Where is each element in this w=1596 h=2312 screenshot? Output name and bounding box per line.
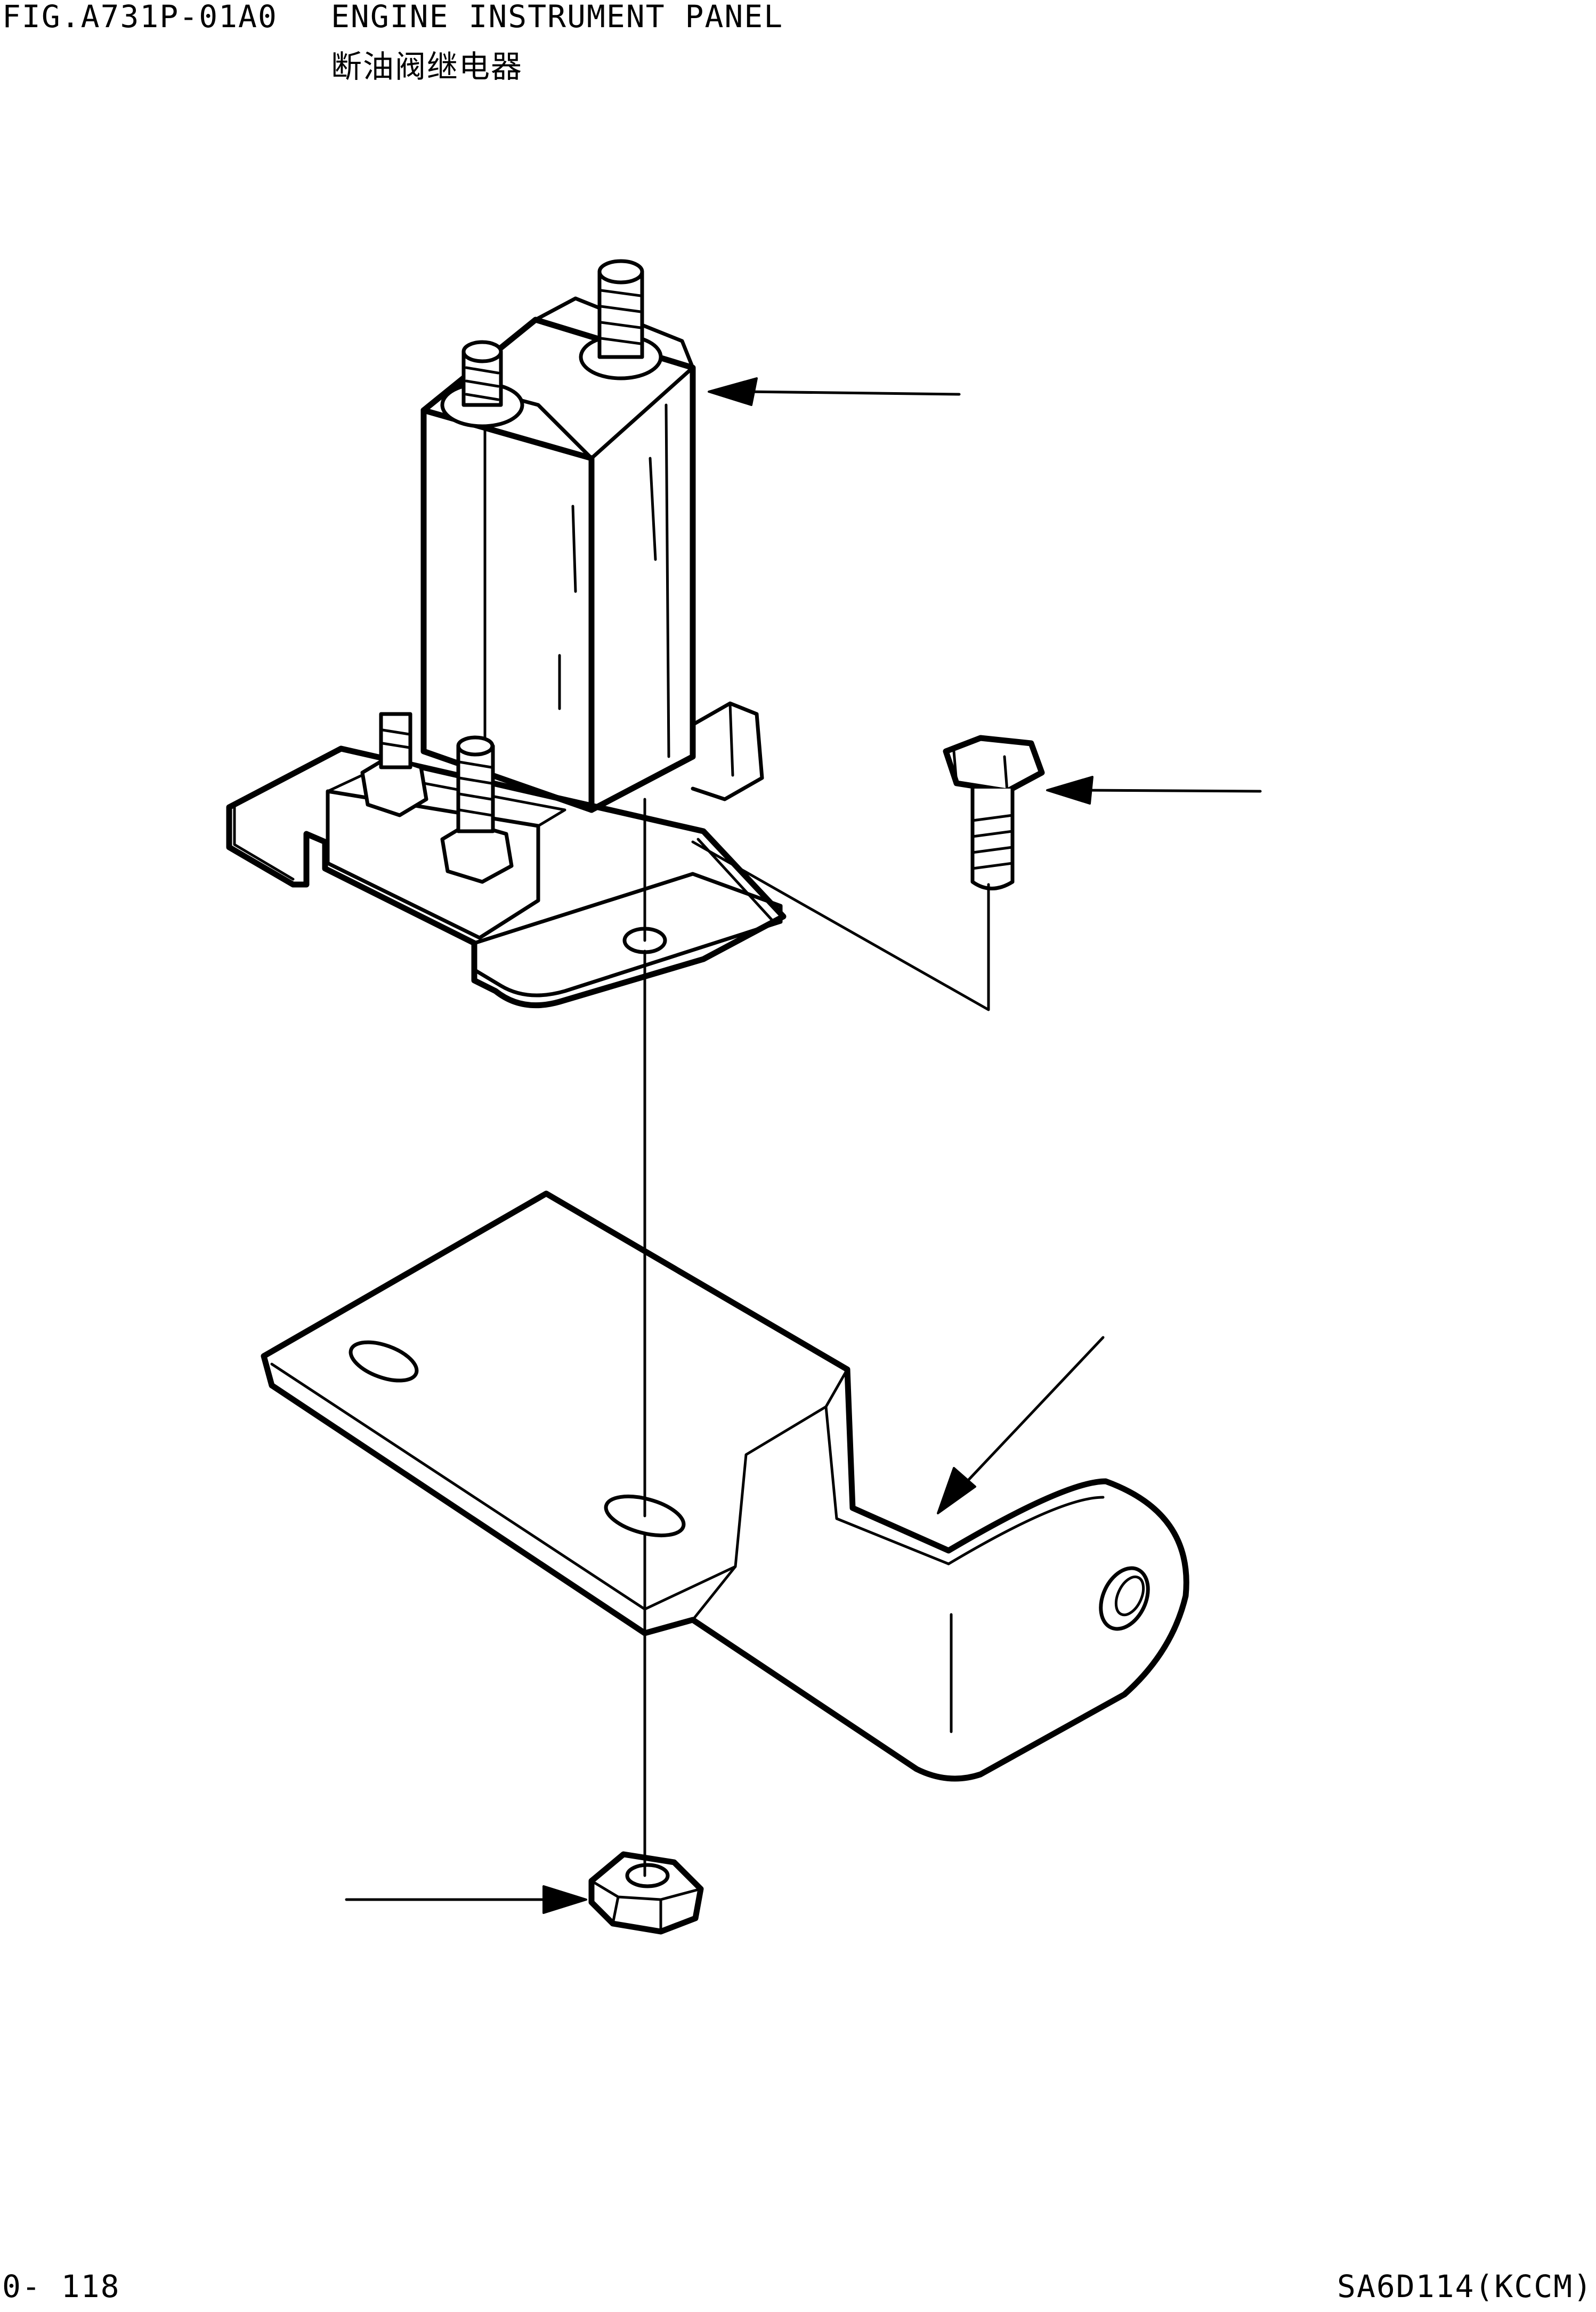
page-subtitle-cn: 断油阀继电器 (331, 48, 523, 85)
assembly-guide-lines (643, 798, 990, 1877)
mounting-bracket (261, 1190, 1189, 1782)
hex-nut-icon (588, 1851, 704, 1935)
leader-arrow-bolt (1046, 776, 1262, 805)
page-title: ENGINE INSTRUMENT PANEL (331, 0, 784, 35)
figure-id: FIG.A731P-01A0 (2, 0, 278, 35)
bracket-outline (261, 1190, 1189, 1782)
leader-arrow-bracket (937, 1336, 1105, 1514)
bolt (943, 735, 1045, 890)
model-code: SA6D114(KCCM) (1337, 2268, 1593, 2305)
relay-bottom-terminal-right (440, 735, 514, 884)
relay-top-terminal-left (440, 340, 524, 428)
page-number: 0- 118 (2, 2268, 120, 2305)
leader-arrow-relay (708, 377, 961, 406)
relay-terminal-block (326, 789, 540, 940)
bracket-hole-right (1099, 1566, 1150, 1631)
relay-base-plate (226, 745, 787, 1009)
relay-top-terminal-right (579, 259, 663, 380)
fuel-cut-relay (226, 259, 787, 1009)
relay-mount-tab (472, 872, 783, 997)
leader-arrow-nut (345, 1885, 587, 1914)
relay-bottom-terminal-left (360, 712, 428, 817)
bracket-slot-left (349, 1340, 419, 1383)
nut (588, 1851, 704, 1935)
relay-side-clip (691, 701, 764, 801)
bracket-hole-center (604, 1495, 686, 1537)
hex-bolt-icon (943, 735, 1045, 794)
